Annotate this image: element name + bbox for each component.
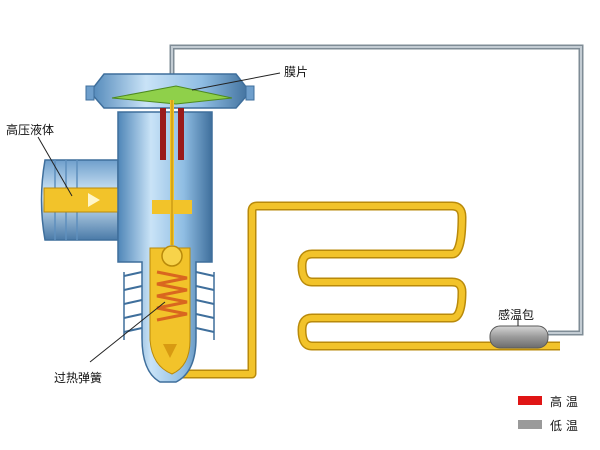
label-diaphragm: 膜片 — [284, 65, 309, 79]
legend-label-low: 低 温 — [550, 419, 578, 433]
diaphragm-head — [85, 73, 255, 109]
legend-swatch-high — [518, 396, 542, 405]
leader-lines — [37, 72, 519, 363]
sensing-bulb — [489, 325, 549, 349]
label-superheat-spring: 过热弹簧 — [54, 371, 103, 385]
legend-label-high: 高 温 — [550, 395, 578, 409]
push-rods — [160, 100, 184, 245]
valve-ball — [161, 245, 183, 267]
capillary-tube — [169, 44, 584, 336]
evaporator-coil — [176, 201, 560, 379]
label-high-pressure-liquid: 高压液体 — [6, 123, 55, 137]
superheat-spring — [156, 270, 188, 322]
legend-swatch-low — [518, 420, 542, 429]
label-sensing-bulb: 感温包 — [498, 308, 535, 322]
